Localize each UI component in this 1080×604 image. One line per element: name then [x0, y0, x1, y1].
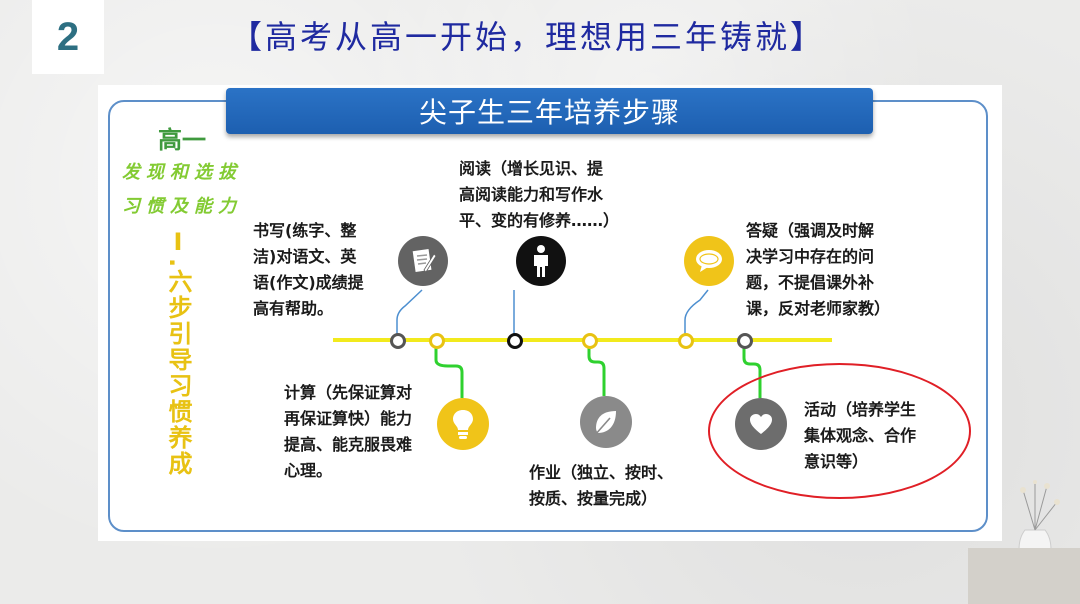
banner-title: 尖子生三年培养步骤 [226, 88, 873, 134]
slide-number: 2 [32, 0, 104, 74]
timeline-node [737, 333, 753, 349]
timeline-node [582, 333, 598, 349]
vertical-section-title: Ⅰ.六步引导习惯养成 [164, 228, 192, 478]
step-writing-text: 书写(练字、整 洁)对语文、英 语(作文)成绩提 高有帮助。 [253, 221, 364, 318]
timeline-node [390, 333, 406, 349]
subtitle-line-1: 发现和选拔 [122, 162, 242, 183]
leaf-icon [580, 396, 632, 448]
timeline-node [429, 333, 445, 349]
subtitle-line-2: 习惯及能力 [122, 196, 242, 217]
calculation-connector [434, 340, 464, 398]
step-questioning-text: 答疑（强调及时解 决学习中存在的问 题，不提倡课外补 课，反对老师家教） [746, 221, 891, 318]
homework-connector [587, 340, 606, 396]
table-surface [968, 548, 1080, 604]
questioning-connector [684, 289, 709, 340]
lightbulb-icon [437, 398, 489, 450]
timeline-node [507, 333, 523, 349]
timeline-node [678, 333, 694, 349]
step-homework-text: 作业（独立、按时、 按质、按量完成） [529, 463, 674, 508]
activity-connector [742, 340, 762, 398]
speech-bubble-icon [684, 236, 734, 286]
grade-label: 高一 [158, 126, 206, 154]
step-calculation-text: 计算（先保证算对 再保证算快）能力 提高、能克服畏难 心理。 [284, 383, 413, 480]
highlight-circle [708, 363, 971, 499]
page-title: 【高考从高一开始，理想用三年铸就】 [230, 18, 826, 56]
step-reading-text: 阅读（增长见识、提 高阅读能力和写作水 平、变的有修养……） [459, 159, 620, 230]
person-icon [516, 236, 566, 286]
writing-connector [396, 289, 423, 340]
pencil-paper-icon [398, 236, 448, 286]
